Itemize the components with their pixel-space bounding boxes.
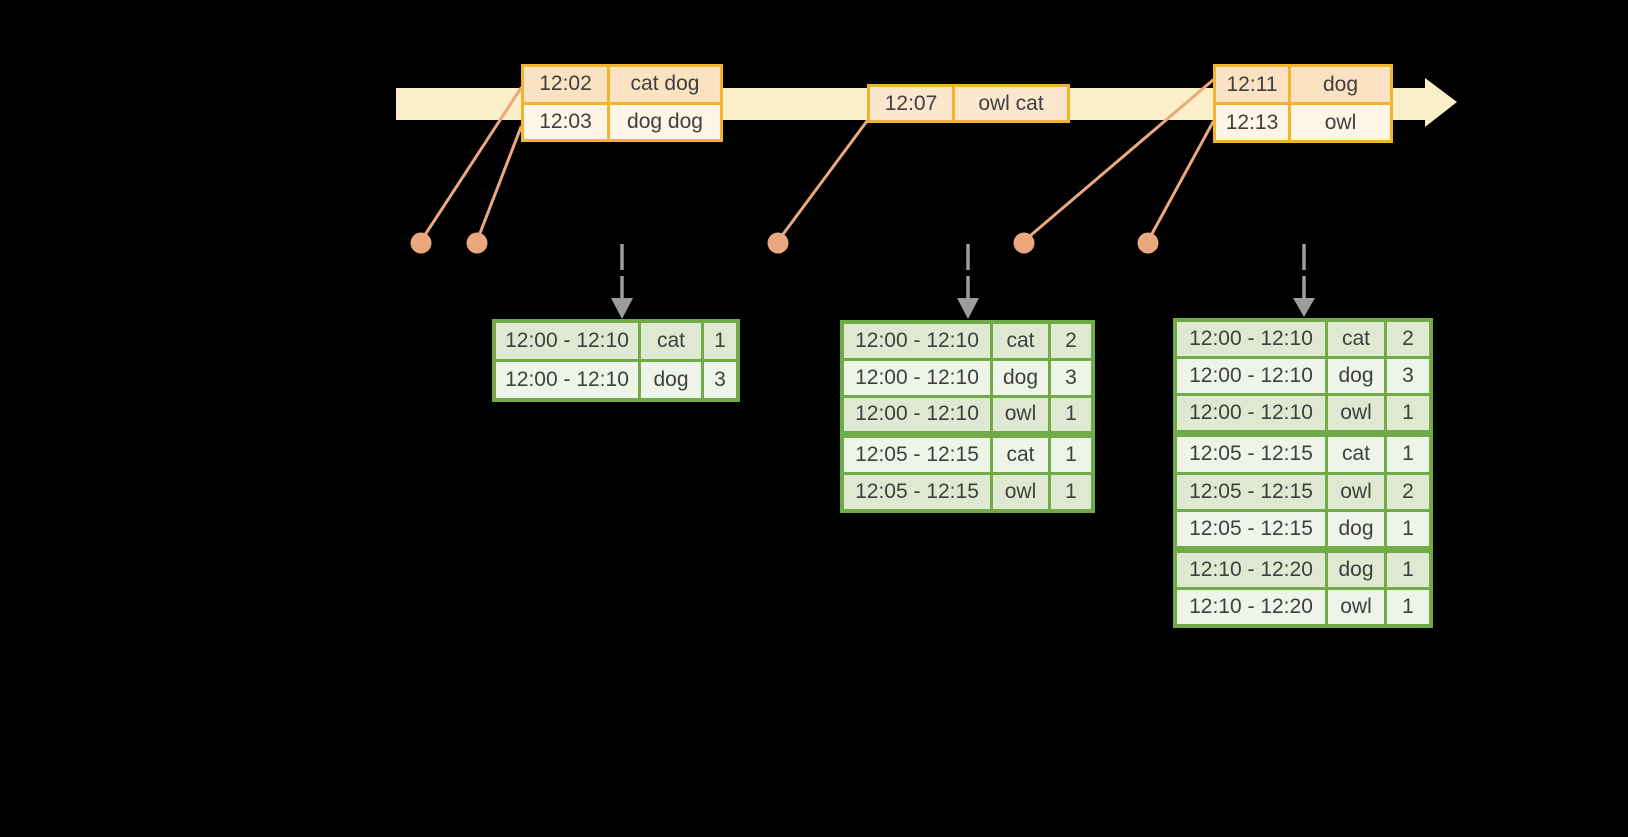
count-cell: 1 <box>1387 437 1429 472</box>
timeline-arrowhead-icon <box>1425 78 1457 127</box>
connector-line <box>419 86 523 243</box>
word-cell: dog <box>641 362 701 398</box>
connector-line <box>776 119 869 243</box>
window-cell: 12:00 - 12:10 <box>844 397 990 432</box>
word-cell: dog <box>1328 511 1384 546</box>
time-cell: 12:07 <box>870 87 952 120</box>
event-dot <box>466 232 488 254</box>
window-cell: 12:10 - 12:20 <box>1177 589 1325 624</box>
words-cell: owl cat <box>955 87 1067 120</box>
window-cell: 12:10 - 12:20 <box>1177 552 1325 587</box>
dashed-arrows <box>611 244 1315 319</box>
window-cell: 12:05 - 12:15 <box>844 438 990 473</box>
window-cell: 12:00 - 12:10 <box>496 323 638 359</box>
word-cell: cat <box>993 438 1048 473</box>
count-cell: 1 <box>1387 396 1429 431</box>
window-cell: 12:05 - 12:15 <box>1177 511 1325 546</box>
time-cell: 12:13 <box>1216 105 1288 140</box>
time-cell: 12:03 <box>524 104 607 139</box>
connector-line <box>1146 120 1215 243</box>
connector-line <box>475 125 523 243</box>
word-cell: owl <box>1328 474 1384 509</box>
word-cell: owl <box>993 475 1048 509</box>
word-cell: cat <box>641 323 701 359</box>
window-cell: 12:00 - 12:10 <box>1177 359 1325 394</box>
word-cell: owl <box>1328 589 1384 624</box>
word-cell: owl <box>993 397 1048 432</box>
time-cell: 12:11 <box>1216 67 1288 102</box>
words-cell: dog dog <box>610 104 720 139</box>
window-cell: 12:00 - 12:10 <box>1177 396 1325 431</box>
event-dots <box>410 232 1159 254</box>
event-dot <box>767 232 789 254</box>
count-cell: 2 <box>1387 322 1429 357</box>
window-cell: 12:05 - 12:15 <box>1177 437 1325 472</box>
count-cell: 3 <box>1051 360 1091 395</box>
count-cell: 1 <box>1387 552 1429 587</box>
count-cell: 1 <box>1051 397 1091 432</box>
window-cell: 12:00 - 12:10 <box>1177 322 1325 357</box>
count-cell: 1 <box>1387 511 1429 546</box>
word-cell: dog <box>1328 359 1384 394</box>
connector-line <box>1022 78 1215 243</box>
count-cell: 3 <box>1387 359 1429 394</box>
event-dot <box>410 232 432 254</box>
count-cell: 1 <box>1051 438 1091 473</box>
words-cell: cat dog <box>610 67 720 102</box>
count-cell: 1 <box>1051 475 1091 509</box>
event-dot <box>1013 232 1035 254</box>
word-cell: dog <box>993 360 1048 395</box>
words-cell: dog <box>1291 67 1390 102</box>
count-cell: 2 <box>1051 324 1091 358</box>
count-cell: 2 <box>1387 474 1429 509</box>
window-cell: 12:05 - 12:15 <box>1177 474 1325 509</box>
dashed-arrowhead-icon <box>957 298 979 319</box>
word-cell: cat <box>993 324 1048 358</box>
event-dot <box>1137 232 1159 254</box>
count-cell: 3 <box>704 362 736 398</box>
window-cell: 12:00 - 12:10 <box>844 360 990 395</box>
word-cell: dog <box>1328 552 1384 587</box>
window-cell: 12:05 - 12:15 <box>844 475 990 509</box>
dashed-arrowhead-icon <box>1293 298 1315 317</box>
word-cell: owl <box>1328 396 1384 431</box>
connector-lines <box>419 78 1215 243</box>
dashed-arrowhead-icon <box>611 298 633 319</box>
count-cell: 1 <box>1387 589 1429 624</box>
window-cell: 12:00 - 12:10 <box>844 324 990 358</box>
word-cell: cat <box>1328 322 1384 357</box>
window-cell: 12:00 - 12:10 <box>496 362 638 398</box>
word-cell: cat <box>1328 437 1384 472</box>
time-cell: 12:02 <box>524 67 607 102</box>
count-cell: 1 <box>704 323 736 359</box>
words-cell: owl <box>1291 105 1390 140</box>
